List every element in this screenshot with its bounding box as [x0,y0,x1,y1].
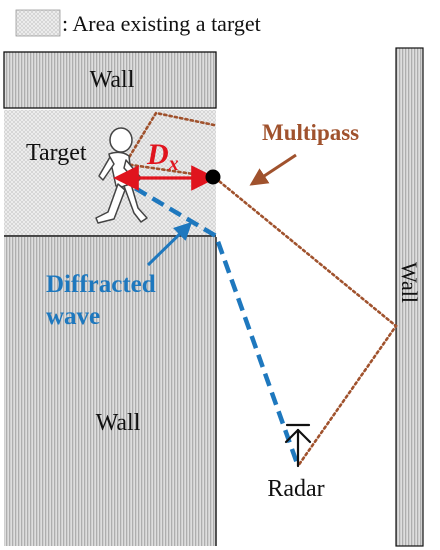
distance-subscript: x [168,153,179,175]
wall-bottom [4,237,216,546]
distance-label: Dx [146,138,179,175]
diffracted-arrow-icon [146,221,193,267]
diffracted-label: Diffracted wave [46,271,162,330]
multipass-arrow-icon [249,153,297,186]
wall-top-label: Wall [90,67,135,93]
radar-label: Radar [267,476,324,502]
wall-top [3,51,217,109]
distance-symbol: D [146,138,169,171]
legend: : Area existing a target [15,9,261,37]
reflection-point [205,169,221,185]
diffracted-label-line1: Diffracted [46,271,156,298]
target-label: Target [26,140,87,166]
diffracted-label-line2: wave [46,303,100,330]
wall-right-label: Wall [397,262,422,303]
wall-right [395,47,424,547]
antenna-icon [284,423,312,468]
wall-bottom-label: Wall [96,410,141,436]
legend-label: : Area existing a target [62,11,261,36]
legend-swatch [15,9,61,37]
multipass-label: Multipass [262,120,359,145]
